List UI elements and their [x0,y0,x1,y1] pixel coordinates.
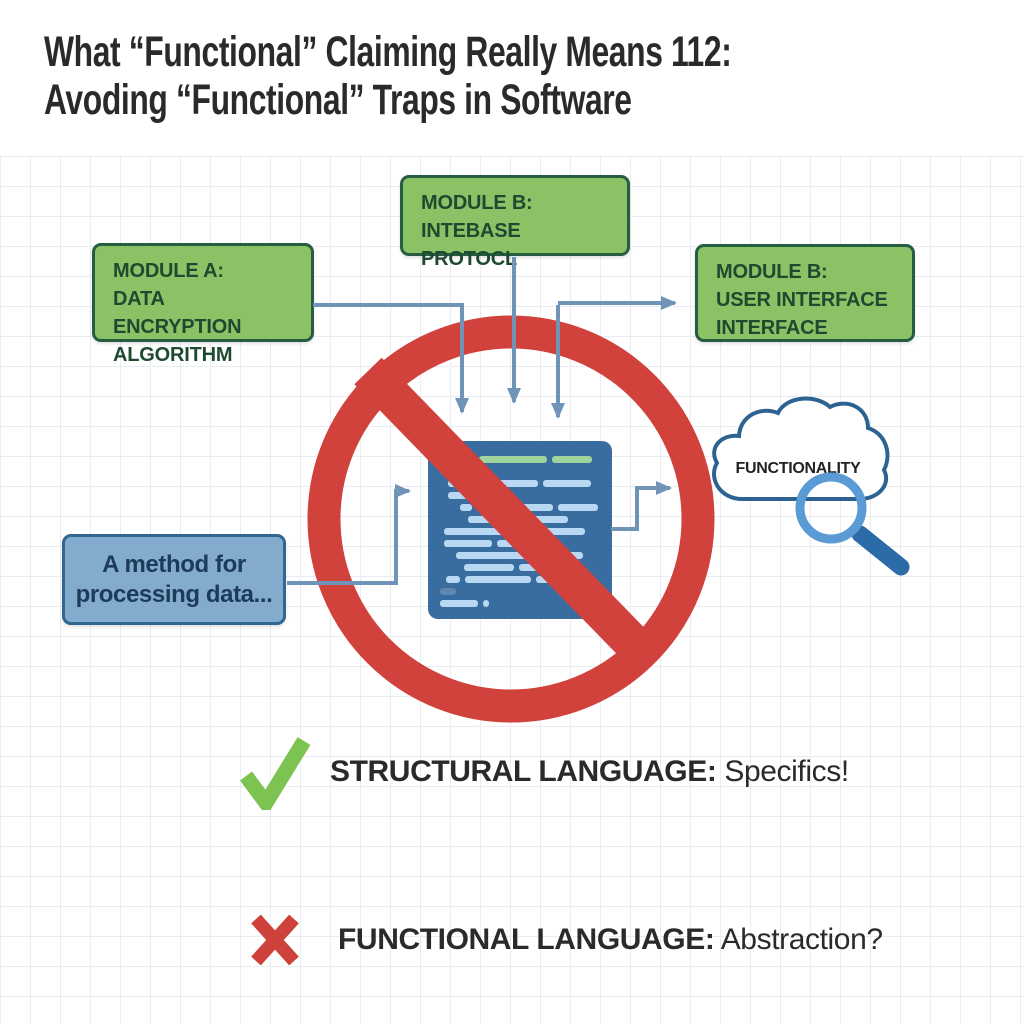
code-segment [536,576,580,583]
title-line-2: Avoding “Functional” Traps in Software [44,76,632,124]
module-a-line: MODULE A: [113,260,224,282]
code-segment [448,492,514,499]
module-b-right-box: MODULE B: USER INTERFACE INTERFACE [695,244,915,342]
code-segment [440,600,478,607]
code-segment [519,564,581,571]
code-line [434,540,606,547]
page-title: What “Functional” Claiming Really Means … [44,28,732,124]
code-lines [434,456,606,607]
claim-text-box: A method for processing data... [62,534,286,625]
code-segment [460,504,472,511]
code-line [434,588,606,595]
code-segment [529,528,585,535]
functional-note: Abstraction? [714,923,883,956]
code-segment [497,540,555,547]
code-line [434,504,606,511]
structural-note: Specifics! [716,755,849,788]
code-segment [558,504,598,511]
code-segment [444,528,524,535]
structural-label: STRUCTURAL LANGUAGE: [330,755,717,788]
code-segment [468,516,568,523]
code-line [434,468,606,475]
functional-verdict-row: FUNCTIONAL LANGUAGE: Abstraction? [250,912,883,968]
code-segment [483,600,489,607]
code-line [434,552,606,559]
code-line [434,576,606,583]
code-segment [446,576,460,583]
module-b-right-line: USER INTERFACE [716,289,888,311]
code-line [434,456,606,463]
x-icon [251,914,299,966]
code-segment [535,552,583,559]
code-segment [477,504,553,511]
code-segment [456,552,530,559]
code-line [434,516,606,523]
code-segment [440,588,456,595]
code-line [434,492,606,499]
structural-verdict-row: STRUCTURAL LANGUAGE: Specifics! [240,731,849,813]
code-segment [440,456,474,463]
claim-line: processing data... [75,581,273,608]
module-a-line: DATA ENCRYPTION [113,288,242,338]
code-segment [448,480,538,487]
code-segment [465,576,531,583]
module-a-line: ALGORITHM [113,344,233,366]
module-b-right-line: MODULE B: [716,261,828,283]
code-segment [552,456,592,463]
module-b-top-line: MODULE B: [421,192,533,214]
functional-label: FUNCTIONAL LANGUAGE: [338,923,715,956]
code-line [434,480,606,487]
structural-verdict-text: STRUCTURAL LANGUAGE: Specifics! [330,755,849,789]
code-line [434,564,606,571]
code-segment [479,456,547,463]
module-b-top-line: INTEBASE PROTOCL [421,220,521,270]
code-segment [440,468,488,475]
claim-line: A method for [102,551,246,578]
module-b-top-box: MODULE B: INTEBASE PROTOCL [400,175,630,270]
functional-verdict-text: FUNCTIONAL LANGUAGE: Abstraction? [338,923,883,957]
code-segment [464,564,514,571]
code-segment [444,540,492,547]
title-line-1: What “Functional” Claiming Really Means … [44,28,732,76]
code-segment [543,480,591,487]
module-a-box: MODULE A: DATA ENCRYPTION ALGORITHM [92,243,314,366]
code-line [434,528,606,535]
module-b-right-line: INTERFACE [716,317,828,339]
code-line [434,600,606,607]
code-snippet-illustration [428,441,612,619]
check-icon [240,737,310,810]
